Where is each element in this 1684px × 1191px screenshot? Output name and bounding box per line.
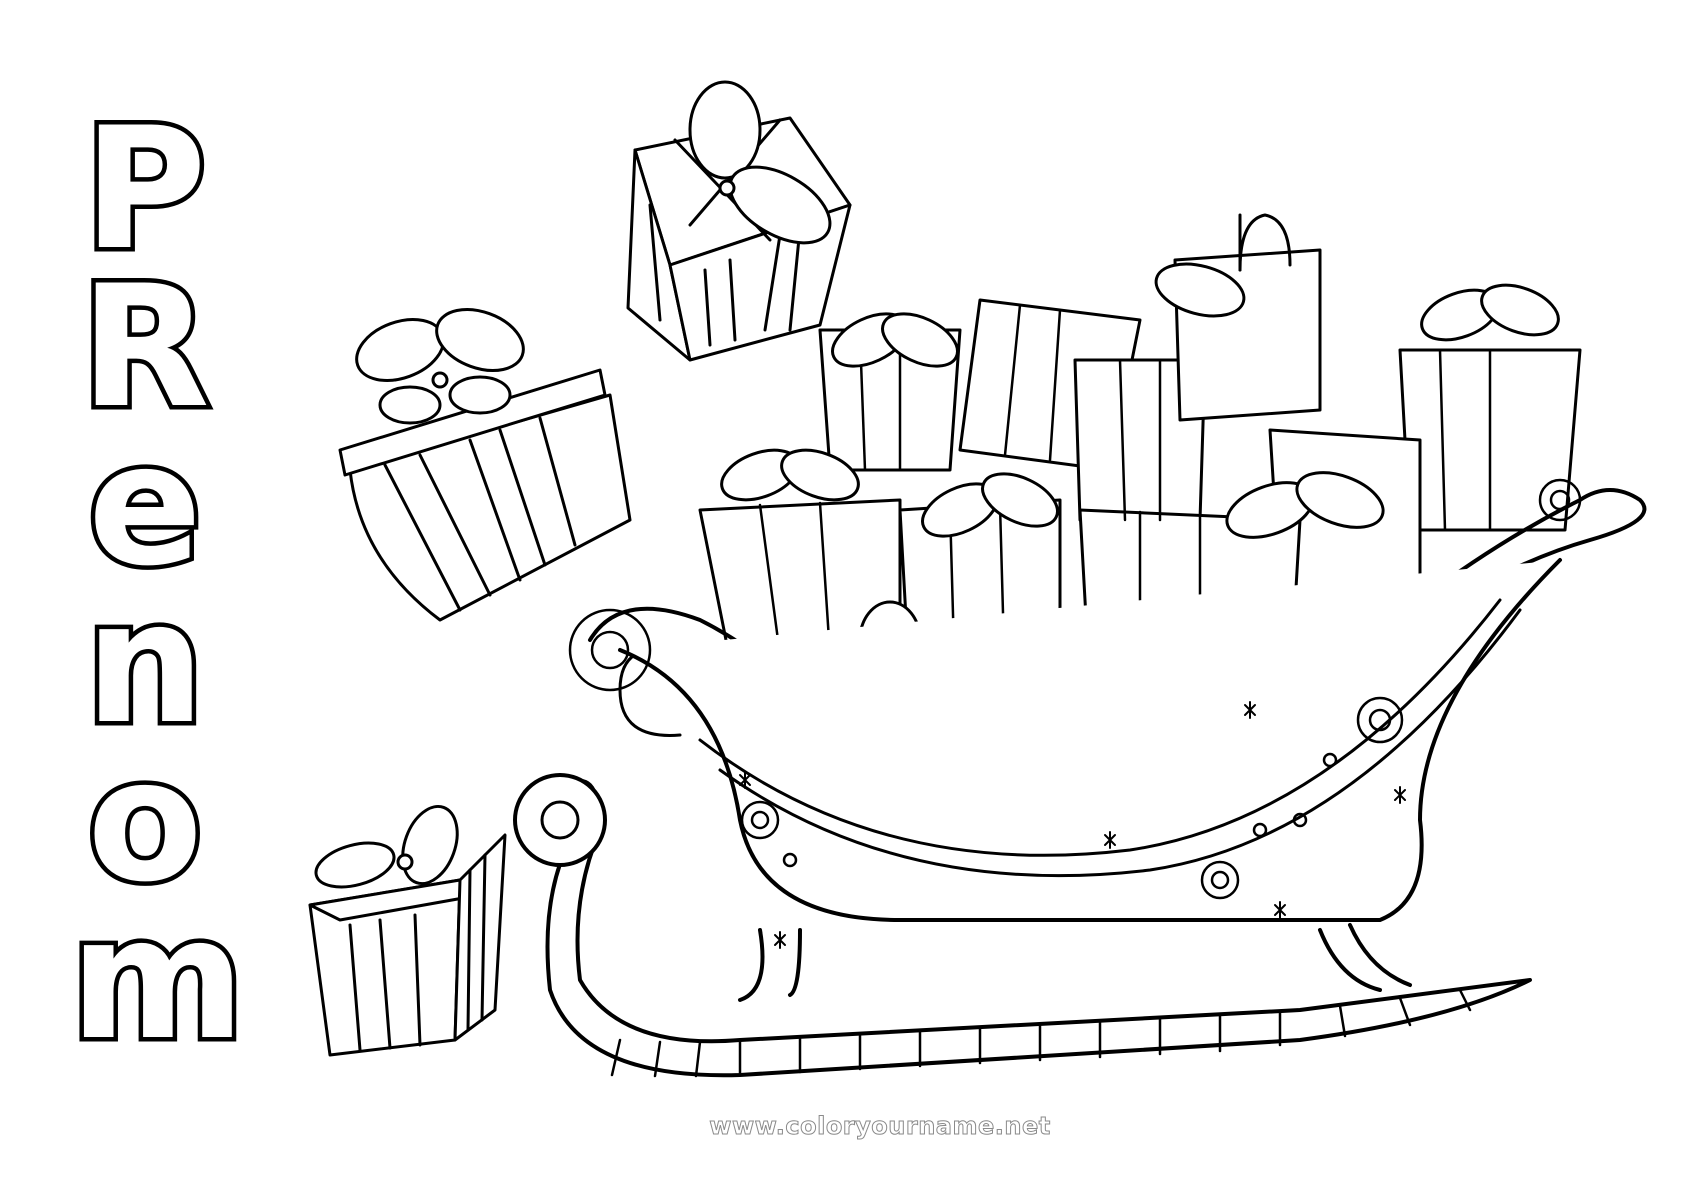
name-letter-1: P <box>79 91 211 287</box>
floating-gift-top-icon <box>626 80 852 362</box>
name-letter-2: R <box>76 249 214 445</box>
name-banner: P R e n o m <box>66 91 250 1080</box>
name-letter-6: m <box>66 881 250 1077</box>
name-letter-5: o <box>83 723 207 919</box>
watermark: www.coloryourname.net <box>709 1112 1051 1141</box>
sleigh-swirls <box>568 478 1582 900</box>
floating-gift-left-icon <box>338 308 632 622</box>
sleigh-stars <box>739 701 1406 949</box>
gift-bottom-left-icon <box>308 804 507 1057</box>
sleigh-icon <box>513 478 1647 1078</box>
name-letter-4: n <box>81 565 210 761</box>
name-letter-3: e <box>84 407 207 603</box>
